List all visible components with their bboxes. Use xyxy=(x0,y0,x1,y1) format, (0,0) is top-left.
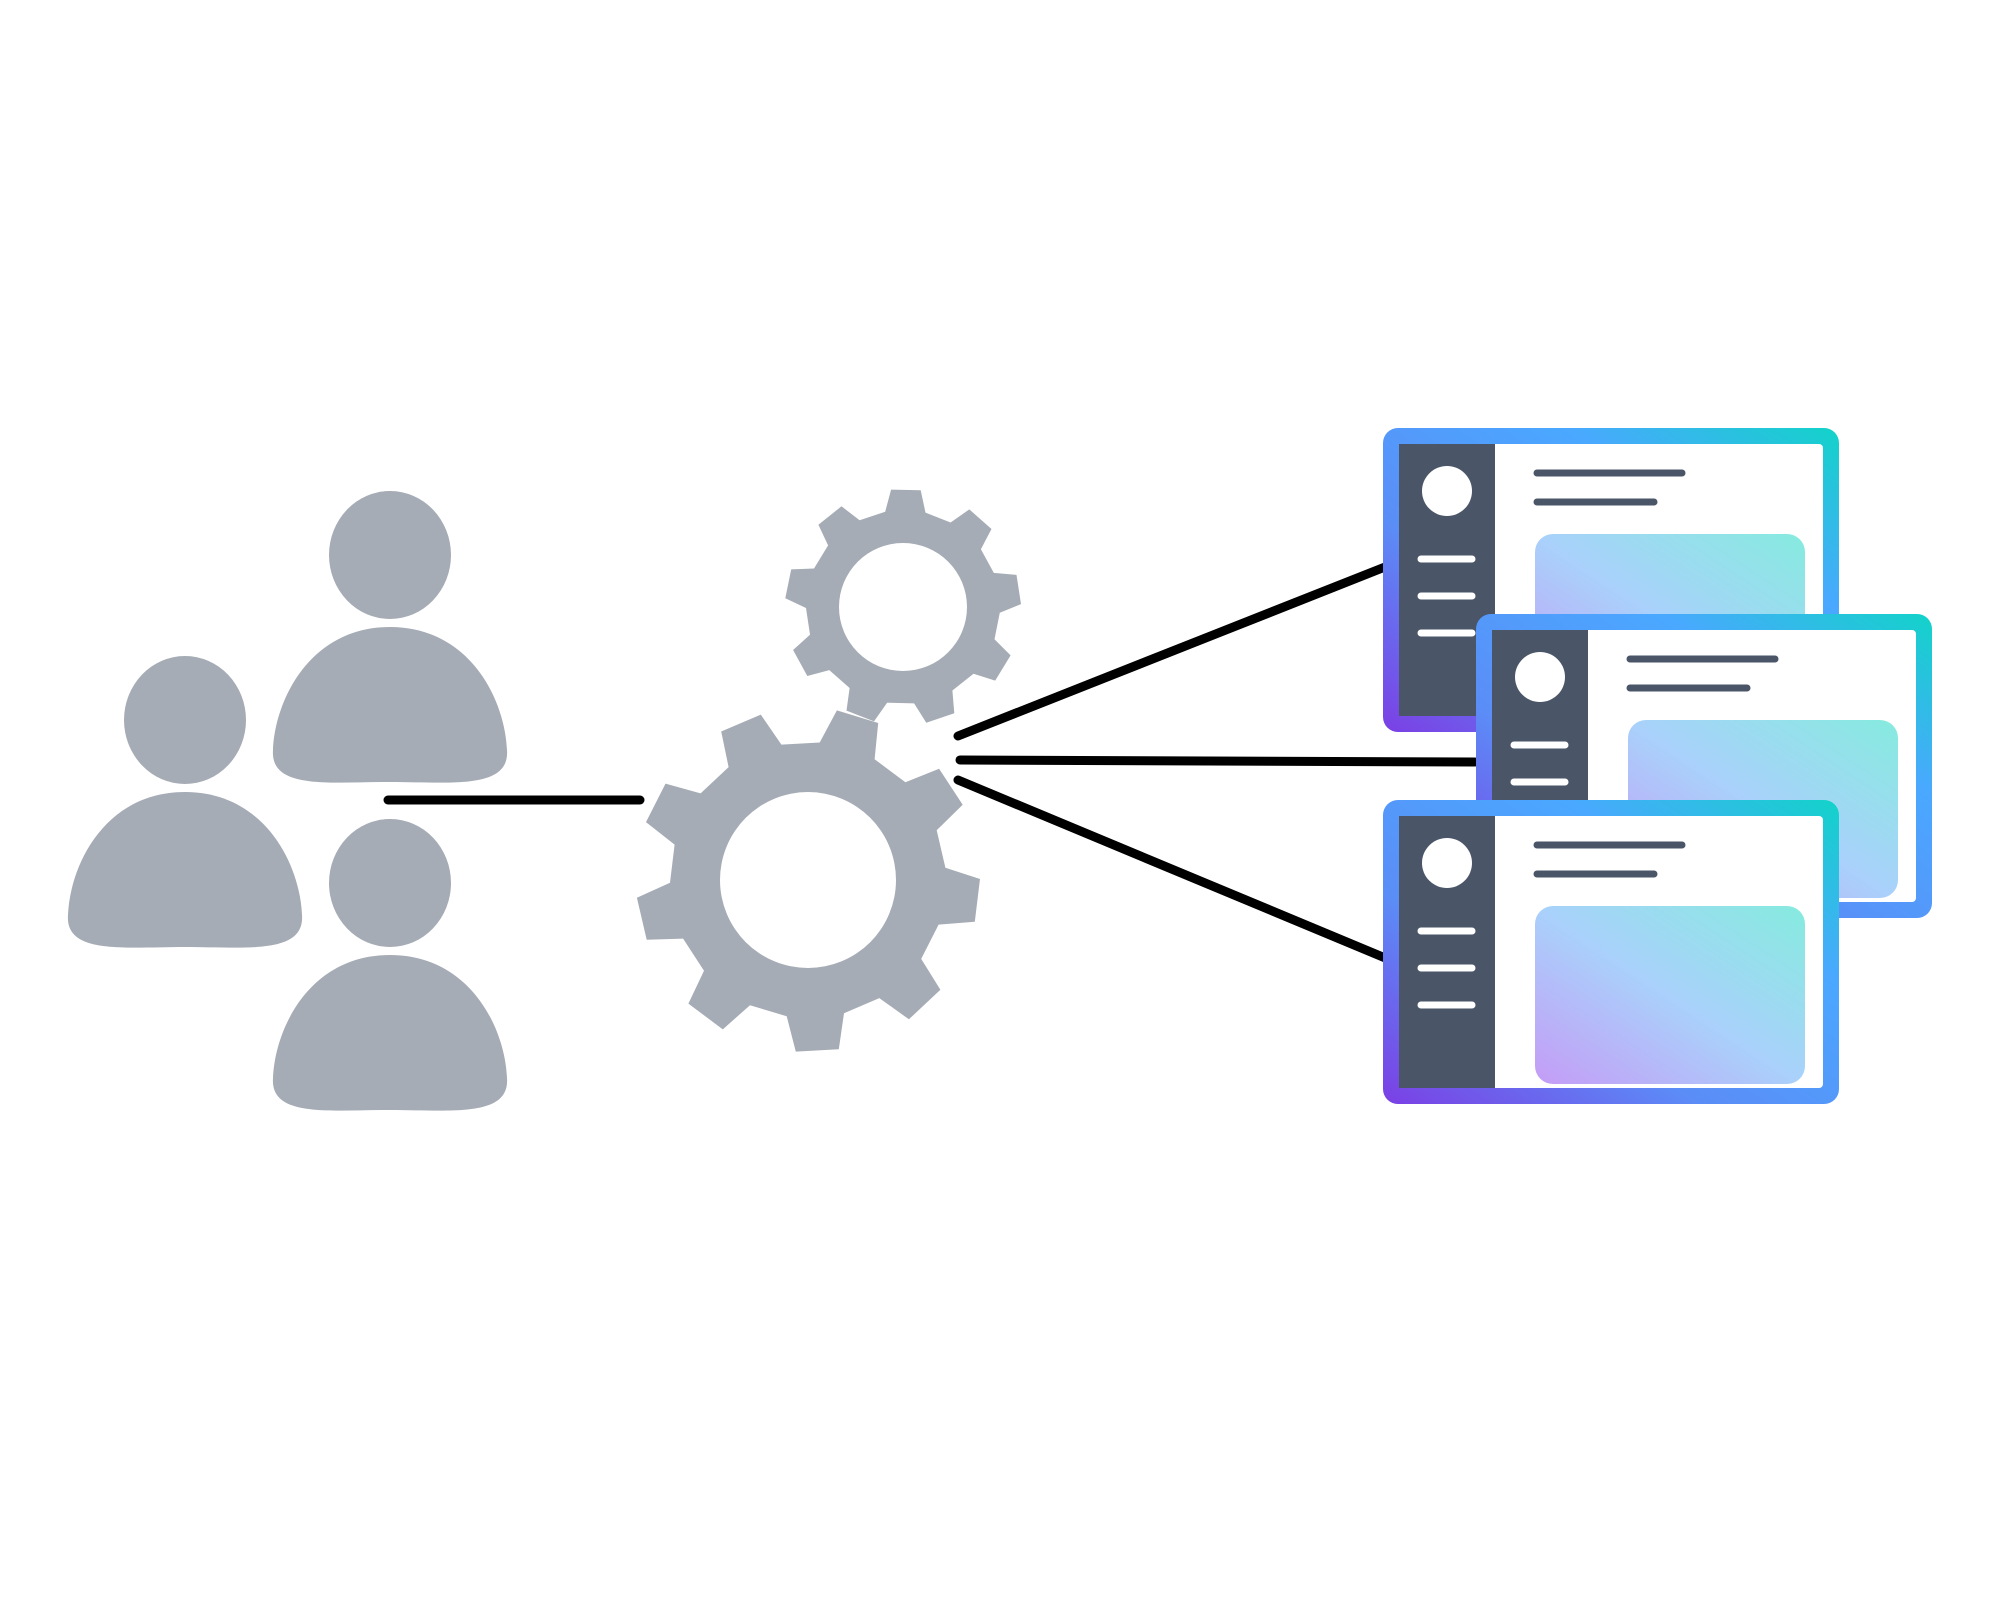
person-icon-bottom xyxy=(272,819,508,1111)
connector-gears-to-window-middle xyxy=(955,755,1480,767)
person-icon-top xyxy=(272,491,508,783)
connector-gears-to-window-bottom xyxy=(953,775,1395,965)
large-gear-icon xyxy=(636,710,980,1052)
person-icon-left xyxy=(67,656,303,948)
connector-gears-to-window-top xyxy=(953,560,1395,741)
gears-icon xyxy=(636,489,1021,1052)
ui-window-icon-bottom xyxy=(1383,800,1839,1104)
small-gear-icon xyxy=(785,489,1021,723)
